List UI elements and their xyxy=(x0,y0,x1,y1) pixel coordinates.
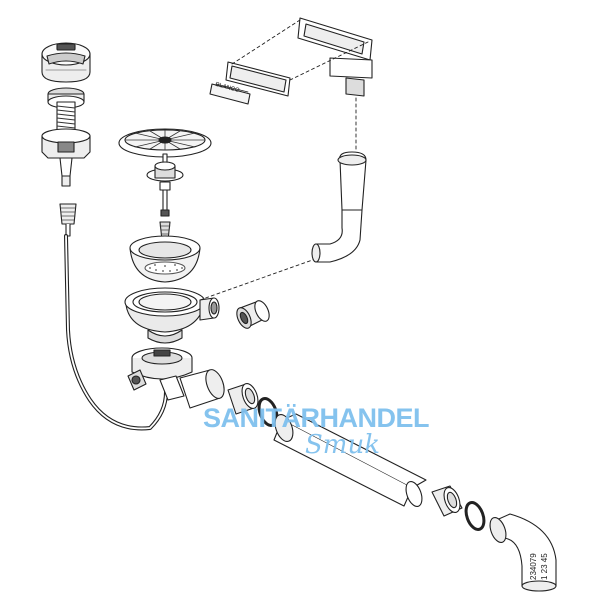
strainer-basket xyxy=(129,235,201,283)
overflow-sleeve xyxy=(236,300,270,329)
long-pipe xyxy=(273,413,427,507)
strainer-cover xyxy=(118,128,212,158)
seal-ring-2 xyxy=(464,501,486,531)
overflow-dash-lines xyxy=(199,19,369,301)
overflow-back-plate xyxy=(209,61,291,105)
drain-body xyxy=(124,287,220,344)
nut-2 xyxy=(431,485,463,517)
nut-1 xyxy=(227,383,259,415)
elbow-fitting xyxy=(489,513,557,592)
knob-threaded-shaft xyxy=(41,87,91,187)
rotary-knob xyxy=(41,42,91,83)
elbow-code-2: 1 23 45 xyxy=(540,553,549,580)
watermark-line2: Smuk xyxy=(305,430,380,460)
overflow-cover-plate xyxy=(297,17,373,97)
outlet-pipe xyxy=(179,369,225,409)
elbow-code-1: 234079 xyxy=(529,553,538,580)
seal-ring-1 xyxy=(257,397,279,427)
plug-pin xyxy=(146,153,184,217)
drain-bottom-fitting xyxy=(127,347,193,401)
bowden-cable xyxy=(59,203,168,431)
watermark-line1: SANITÄRHANDEL xyxy=(203,403,430,433)
nameplate-strip xyxy=(215,83,249,93)
overflow-hose xyxy=(311,151,367,263)
